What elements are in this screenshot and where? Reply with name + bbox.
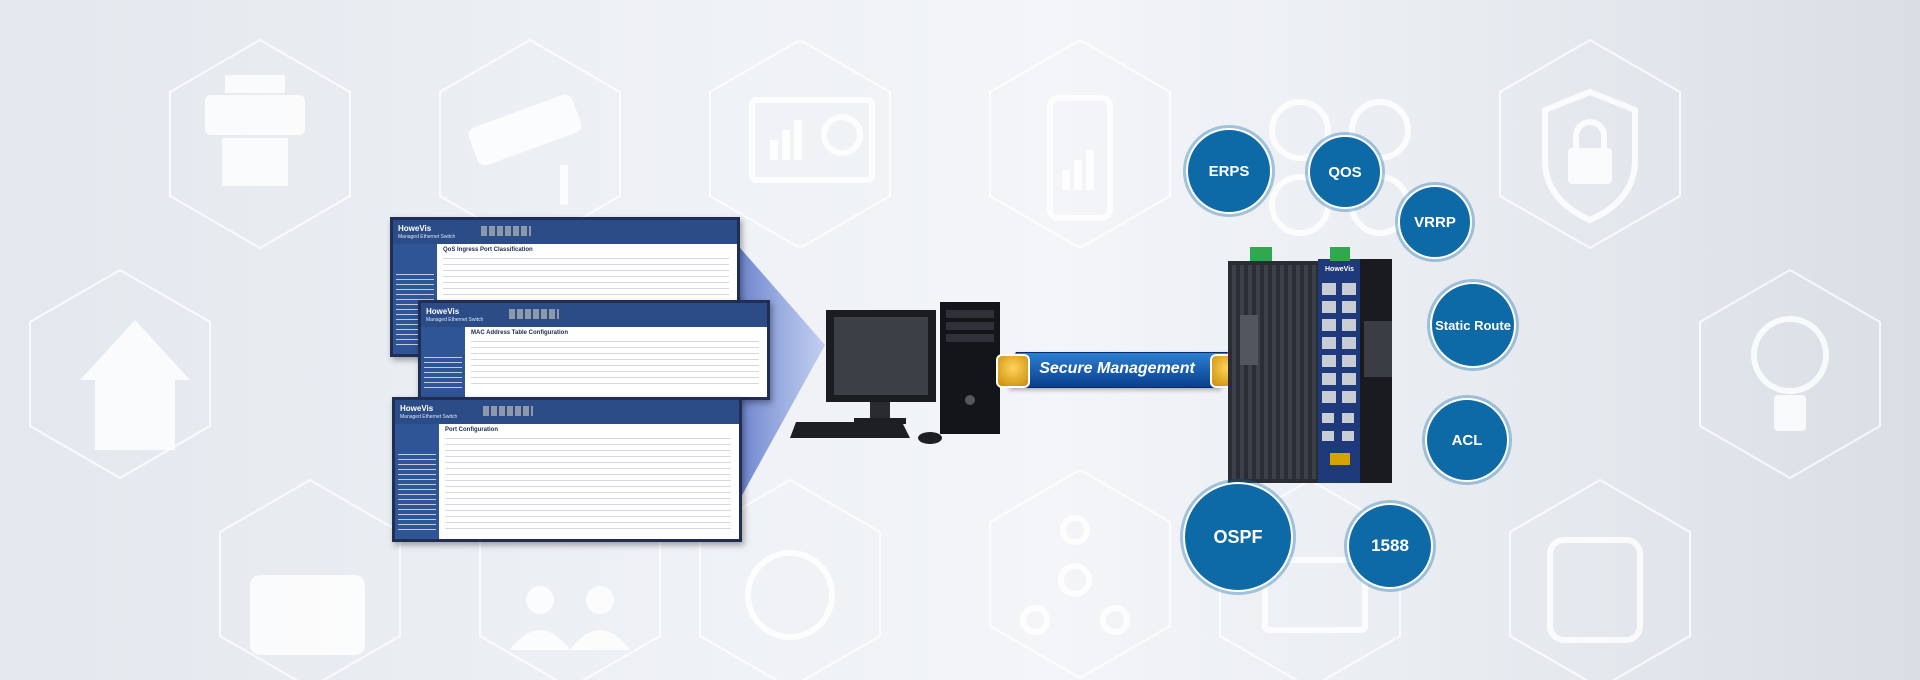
switch-front-panel: HoweVis [1318, 259, 1360, 483]
screen-title: MAC Address Table Configuration [471, 330, 569, 336]
terminal-block [1250, 247, 1350, 261]
switch-chassis [1228, 261, 1318, 483]
monitor [826, 310, 936, 424]
tv-monitor-icon [1262, 557, 1368, 633]
key-icon [996, 354, 1030, 388]
globe-icon [745, 550, 835, 640]
svg-text:HoweVis: HoweVis [1325, 266, 1354, 273]
din-rail-bracket [1360, 259, 1392, 483]
feature-ospf: OSPF [1183, 482, 1293, 592]
secure-management-label: Secure Management [1039, 360, 1195, 377]
feature-erps: ERPS [1186, 128, 1272, 214]
feature-qos: QOS [1308, 135, 1382, 209]
mouse [918, 432, 942, 444]
light-bulb-icon [1751, 316, 1829, 431]
users-icon [510, 586, 630, 650]
smartwatch-icon [1547, 537, 1643, 643]
smartphone-icon [1047, 95, 1113, 221]
padlock-icon [1542, 88, 1638, 224]
smart-home-icon [80, 320, 190, 450]
keyboard [790, 422, 910, 438]
dashboard-monitor-icon [749, 97, 875, 183]
feature-1588: 1588 [1347, 503, 1433, 589]
screen-title: Port Configuration [445, 427, 498, 433]
fan-controller-icon [250, 575, 365, 655]
industrial-ethernet-switch: HoweVis [1228, 247, 1392, 483]
desktop-computer [790, 302, 1000, 444]
network-nodes-icon [1020, 515, 1130, 635]
printer-icon [205, 75, 305, 186]
feature-static-route: Static Route [1430, 282, 1516, 368]
feature-vrrp: VRRP [1398, 185, 1472, 259]
feature-acl: ACL [1425, 398, 1509, 482]
screen-title: QoS Ingress Port Classification [443, 247, 533, 253]
security-camera-icon [468, 94, 582, 205]
tower-case [940, 302, 1000, 434]
